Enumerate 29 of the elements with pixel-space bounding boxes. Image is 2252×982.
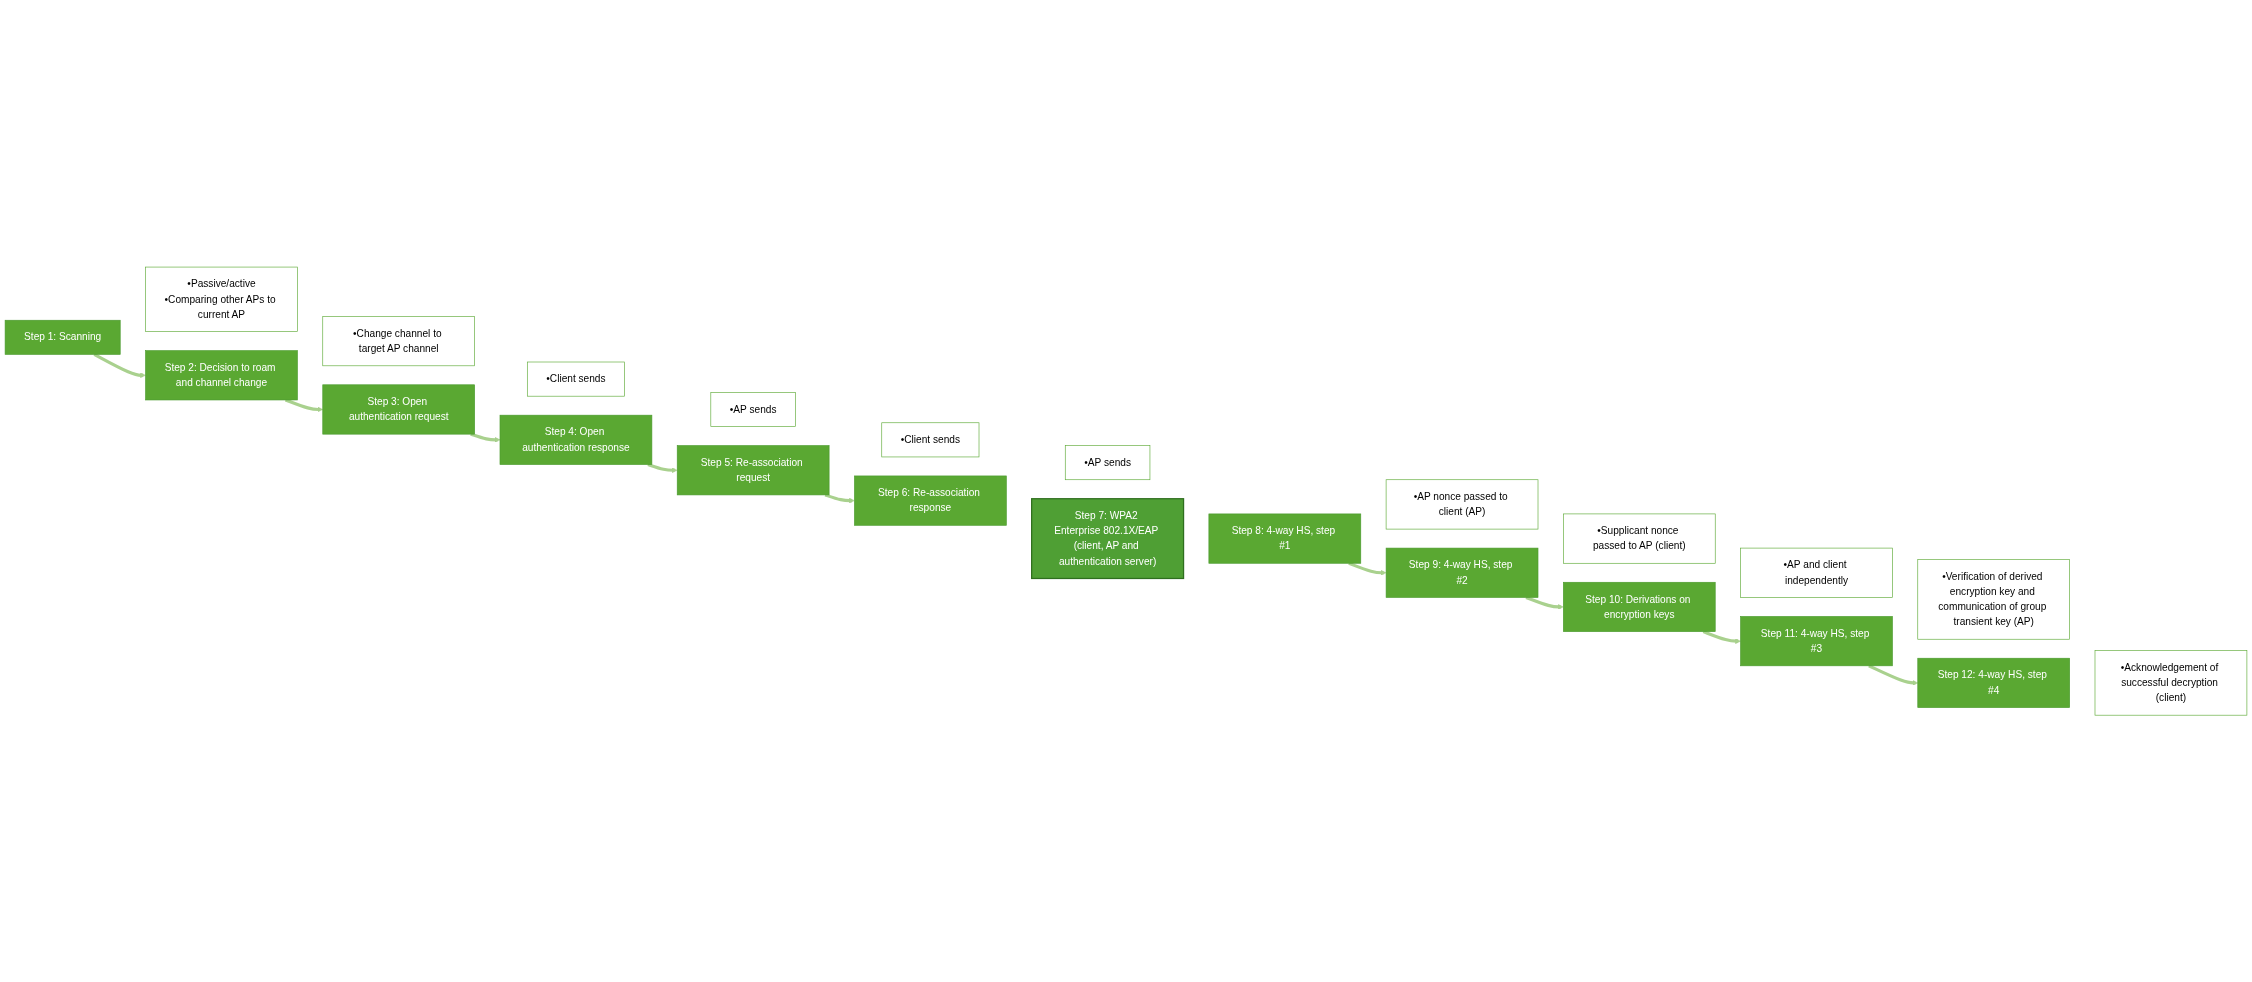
node-box: •Client sends <box>881 422 980 458</box>
node-box: •Passive/active •Comparing other APs to current AP <box>145 266 298 332</box>
node-box: •Client sends <box>527 361 625 397</box>
node-box: Step 1: Scanning <box>4 319 121 355</box>
arrow <box>284 398 323 413</box>
node-box: Step 4: Open authentication response <box>499 414 653 465</box>
node-box: Step 8: 4-way HS, step #1 <box>1208 513 1362 564</box>
node-box: Step 2: Decision to roam and channel change <box>145 350 298 401</box>
node-box: •Change channel to target AP channel <box>322 316 475 366</box>
node-box: •Supplicant nonce passed to AP (client) <box>1563 513 1716 564</box>
arrow <box>824 493 855 504</box>
node-box: Step 3: Open authentication request <box>322 384 475 435</box>
arrow <box>470 432 501 443</box>
node-box: •AP and client independently <box>1740 547 1893 598</box>
arrow <box>1702 630 1741 644</box>
node-box: •AP sends <box>710 391 796 427</box>
node-box: Step 12: 4-way HS, step #4 <box>1917 657 2070 708</box>
arrow <box>647 462 678 473</box>
node-box: •AP sends <box>1064 445 1151 480</box>
node-box: •AP nonce passed to client (AP) <box>1385 479 1539 530</box>
node-box: Step 7: WPA2 Enterprise 802.1X/EAP (client, AP and authentication server) <box>1031 497 1185 579</box>
node-box: Step 5: Re-association request <box>676 445 830 496</box>
node-box: Step 9: 4-way HS, step #2 <box>1385 547 1539 598</box>
node-box: Step 10: Derivations on encryption keys <box>1563 581 1716 632</box>
node-box: Step 6: Re-association response <box>854 475 1007 526</box>
node-box: Step 11: 4-way HS, step #3 <box>1740 616 1893 666</box>
arrow <box>1868 664 1918 686</box>
node-box: •Acknowledgement of successful decryption (client) <box>2094 650 2248 716</box>
node-box: •Verification of derived encryption key and communication of group transient key (AP) <box>1917 559 2070 640</box>
